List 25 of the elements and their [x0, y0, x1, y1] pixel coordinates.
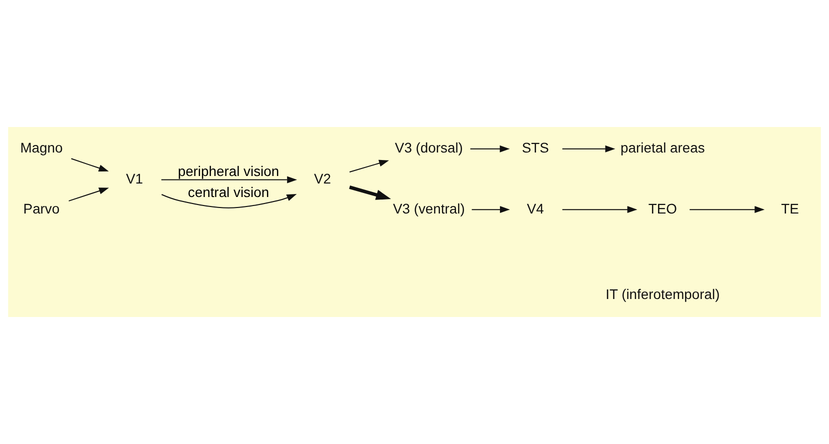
node-text: V3 (ventral)	[392, 200, 465, 216]
arrow	[562, 145, 616, 152]
node-text: Magno	[20, 140, 63, 156]
arrow	[161, 194, 297, 208]
edge-label: central vision	[188, 184, 270, 200]
arrow	[349, 160, 389, 173]
node-text: V2	[314, 170, 331, 186]
node-text: parietal areas	[620, 140, 705, 156]
arrow	[562, 206, 638, 214]
edge-label: peripheral vision	[178, 162, 280, 179]
node-text: TEO	[648, 200, 677, 216]
node-text: Parvo	[23, 200, 60, 216]
node-text: V1	[126, 170, 143, 186]
arrow	[470, 145, 510, 152]
arrow	[70, 158, 109, 172]
node-text: STS	[522, 140, 549, 156]
arrow	[471, 206, 510, 214]
arrow	[689, 206, 765, 214]
node-text: TE	[781, 200, 799, 216]
node-text: V4	[526, 200, 544, 216]
label: IT (inferotemporal)	[606, 286, 720, 302]
arrow	[68, 188, 109, 202]
arrow	[160, 176, 298, 184]
arrow	[349, 186, 392, 200]
node-text: V3 (dorsal)	[394, 140, 463, 156]
